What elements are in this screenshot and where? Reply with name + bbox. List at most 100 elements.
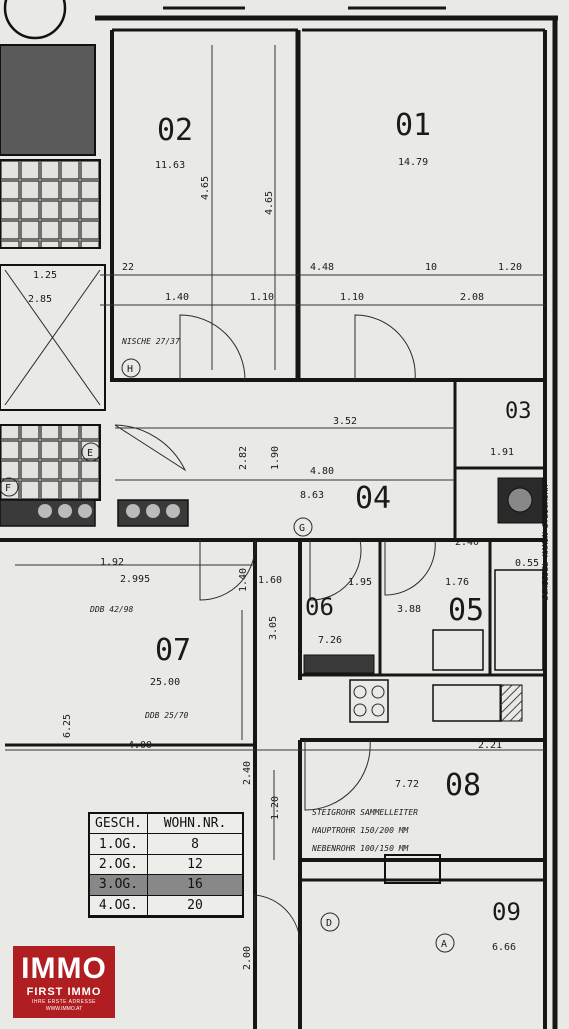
svg-text:22: 22: [122, 262, 134, 273]
room-06: 06: [305, 593, 334, 621]
svg-text:1.60: 1.60: [258, 575, 282, 586]
legend-floor-highlighted: 3.OG.: [90, 875, 148, 896]
svg-text:2.82: 2.82: [238, 446, 249, 470]
svg-text:10: 10: [425, 262, 437, 273]
legend-header-unit: WOHN.NR.: [148, 814, 242, 835]
svg-text:1.90: 1.90: [270, 446, 281, 470]
svg-text:1.91: 1.91: [490, 447, 514, 458]
svg-text:D: D: [326, 918, 332, 929]
svg-text:1.25: 1.25: [33, 270, 57, 281]
room-04: 048.63: [300, 481, 391, 516]
annotations: NISCHE 27/37 DDB 42/98 DDB 25/70 SCHIEDE…: [0, 337, 550, 953]
dimension-lines: [5, 45, 545, 860]
svg-text:08: 08: [445, 768, 481, 803]
tag-a: A: [435, 933, 455, 953]
svg-text:NEBENROHR 100/150 MM: NEBENROHR 100/150 MM: [311, 844, 410, 853]
logo-url: WWW.IMMO.AT: [45, 1006, 83, 1012]
svg-text:8.63: 8.63: [300, 490, 324, 501]
legend-floor: 2.OG.: [90, 854, 148, 876]
tag-h: H: [121, 358, 141, 378]
legend-unit: 8: [148, 834, 242, 855]
svg-text:1.20: 1.20: [270, 796, 281, 820]
door-swings: [114, 314, 436, 950]
svg-text:2.995: 2.995: [120, 574, 150, 585]
dimension-labels: 4.65 4.65 4.48 1.20 1.25 2.85 1.40 1.10 …: [28, 176, 539, 970]
svg-text:4.80: 4.80: [310, 466, 334, 477]
svg-text:09: 09: [492, 898, 521, 926]
window-08: [384, 854, 441, 884]
shaft-duct: [303, 654, 375, 674]
svg-text:01: 01: [395, 108, 431, 143]
hatched-block: [0, 44, 96, 156]
svg-text:6.25: 6.25: [62, 714, 73, 738]
tag-e: E: [81, 442, 101, 462]
logo-tagline: IHRE ERSTE ADRESSE: [31, 999, 96, 1005]
svg-text:1.10: 1.10: [250, 292, 274, 303]
svg-text:04: 04: [355, 481, 391, 516]
bathtub: [494, 569, 544, 671]
tag-g: G: [293, 517, 313, 537]
legend-floor: 1.OG.: [90, 834, 148, 855]
room-01: 01 14.79: [395, 108, 431, 168]
svg-text:1.40: 1.40: [238, 568, 249, 592]
svg-text:6.66: 6.66: [492, 942, 516, 953]
logo-mark: IMMO: [21, 952, 107, 985]
svg-text:11.63: 11.63: [155, 160, 185, 171]
legend-unit-highlighted: 16: [148, 875, 242, 896]
room-03: 031.91: [490, 399, 532, 458]
room-05: 053.88: [397, 593, 484, 628]
svg-text:14.79: 14.79: [398, 157, 428, 168]
room-08: 087.72: [395, 768, 481, 803]
logo-brand: FIRST IMMO: [26, 986, 102, 998]
legend-unit: 12: [148, 855, 242, 876]
svg-text:HAUPTROHR 150/200 MM: HAUPTROHR 150/200 MM: [311, 826, 410, 835]
svg-text:4.65: 4.65: [264, 191, 275, 215]
svg-text:0.55: 0.55: [515, 558, 539, 569]
svg-text:H: H: [127, 364, 133, 375]
svg-text:25.00: 25.00: [150, 677, 180, 688]
svg-text:3.52: 3.52: [333, 416, 357, 427]
svg-text:STEIGROHR SAMMELLEITER: STEIGROHR SAMMELLEITER: [312, 808, 418, 817]
floor-legend-table: GESCH. WOHN.NR. 1.OG. 8 2.OG. 12 3.OG. 1…: [88, 812, 244, 918]
svg-text:05: 05: [448, 593, 484, 628]
svg-text:SCHIEDEL-KAMIN STEIGROHR: SCHIEDEL-KAMIN STEIGROHR: [541, 484, 550, 600]
svg-text:07: 07: [155, 633, 191, 668]
svg-text:1.92: 1.92: [100, 557, 124, 568]
fixtures: [303, 477, 544, 884]
room-09: 096.66: [492, 898, 521, 953]
svg-text:DDB 25/70: DDB 25/70: [144, 711, 189, 720]
svg-text:2.40: 2.40: [242, 761, 253, 785]
svg-text:7.72: 7.72: [395, 779, 419, 790]
svg-text:1.76: 1.76: [445, 577, 469, 588]
svg-text:4.00: 4.00: [128, 740, 152, 751]
svg-text:4.65: 4.65: [200, 176, 211, 200]
stairwell: [0, 264, 106, 411]
tag-d: D: [320, 912, 340, 932]
svg-text:2.00: 2.00: [242, 946, 253, 970]
svg-text:2.08: 2.08: [460, 292, 484, 303]
svg-text:G: G: [299, 523, 305, 534]
svg-text:3.88: 3.88: [397, 604, 421, 615]
svg-text:1.40: 1.40: [165, 292, 189, 303]
svg-text:4.48: 4.48: [310, 262, 334, 273]
svg-text:02: 02: [157, 113, 193, 148]
stair-grid: [0, 159, 101, 249]
legend-unit: 20: [148, 896, 242, 916]
svg-text:7.26: 7.26: [318, 635, 342, 646]
svg-text:1.95: 1.95: [348, 577, 372, 588]
svg-text:F: F: [5, 483, 11, 494]
svg-text:3.05: 3.05: [268, 616, 279, 640]
walls: [0, 6, 558, 1029]
svg-text:1.10: 1.10: [340, 292, 364, 303]
svg-text:DDB 42/98: DDB 42/98: [89, 605, 134, 614]
room-02: 02 11.63: [155, 113, 193, 171]
stove: [349, 679, 389, 723]
legend-floor: 4.OG.: [90, 895, 148, 916]
first-immo-logo: IMMO FIRST IMMO IHRE ERSTE ADRESSE WWW.I…: [13, 946, 115, 1018]
svg-text:06: 06: [305, 593, 334, 621]
tag-f: F: [0, 477, 19, 497]
svg-text:2.21: 2.21: [478, 740, 502, 751]
room-07: 07 25.00: [150, 633, 191, 688]
